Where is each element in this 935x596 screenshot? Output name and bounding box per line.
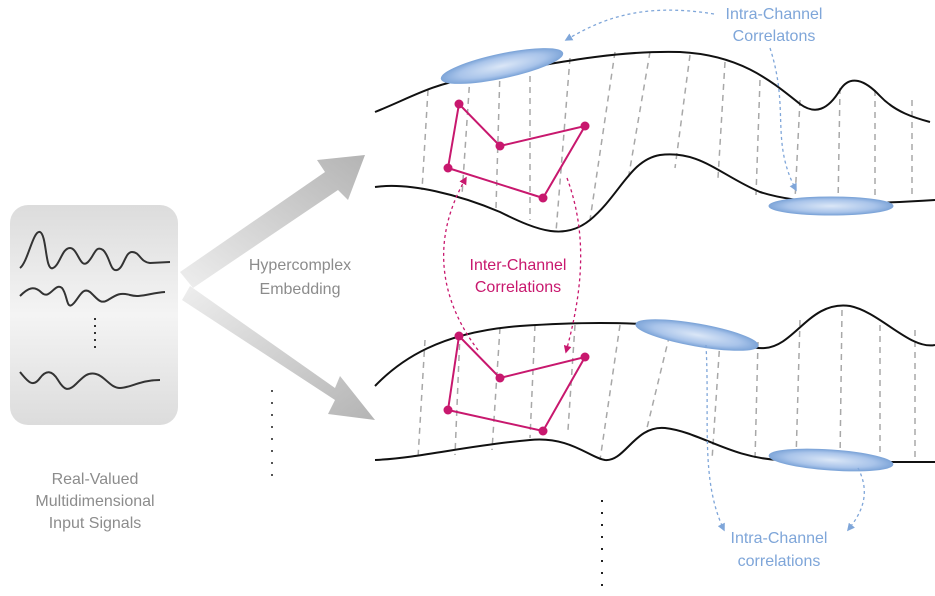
input-signals-box <box>10 205 178 425</box>
inter-channel-polygon-upper <box>447 101 588 200</box>
lower-polygon-nodes <box>443 331 590 436</box>
embedding-arrow-bottom <box>182 286 375 420</box>
intra-channel-ellipse-lower-left <box>635 319 759 351</box>
inter-channel-label-line2: Correlations <box>475 279 561 296</box>
intra-channel-top-label-line2: Correlatons <box>733 28 816 45</box>
lower-embedding-band <box>374 304 935 472</box>
embedding-label-line1: Hypercomplex <box>249 257 351 274</box>
inter-channel-polygon-lower <box>447 333 588 433</box>
upper-polygon-nodes <box>443 99 590 203</box>
embedding-arrow-top <box>180 155 365 288</box>
upper-band-bottom-curve <box>374 153 935 233</box>
inter-channel-label-line1: Inter-Channel <box>470 257 567 274</box>
lower-dashed-links <box>417 309 916 462</box>
intra-channel-top-label-line1: Intra-Channel <box>726 6 823 23</box>
input-label-line2: Multidimensional <box>35 493 154 510</box>
input-label-line3: Input Signals <box>49 515 142 532</box>
intra-channel-ellipse-upper-right <box>768 196 894 216</box>
embedding-label-line2: Embedding <box>260 281 341 298</box>
upper-dashed-links <box>421 51 913 233</box>
signal-wave-1 <box>19 231 171 272</box>
input-label-line1: Real-Valued <box>52 471 139 488</box>
intra-channel-ellipse-upper-left <box>440 48 564 84</box>
signal-wave-2 <box>19 285 166 307</box>
intra-channel-bottom-label-line2: correlations <box>738 553 821 570</box>
inter-channel-arrows <box>442 176 582 354</box>
intra-channel-bottom-label-line1: Intra-Channel <box>731 530 828 547</box>
intra-channel-arrows <box>564 9 865 532</box>
signal-wave-3 <box>19 371 161 390</box>
upper-embedding-band <box>374 48 935 233</box>
intra-channel-ellipse-lower-right <box>768 448 894 472</box>
